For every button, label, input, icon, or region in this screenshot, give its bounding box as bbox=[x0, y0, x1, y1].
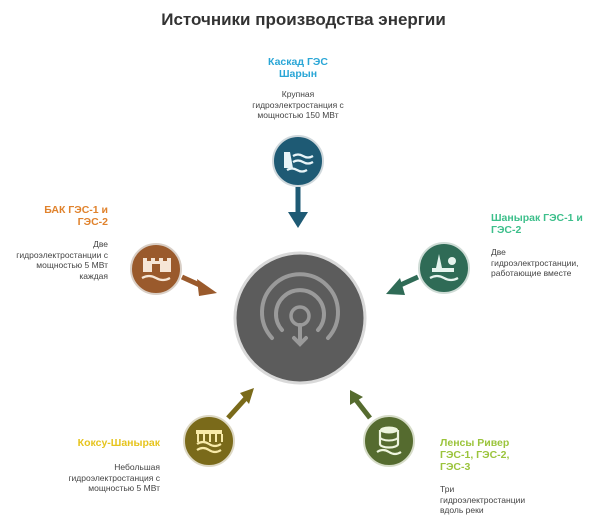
energy-source-icon bbox=[260, 272, 340, 347]
node-bottom-right-label-line2: ГЭС-1, ГЭС-2, bbox=[440, 449, 510, 461]
node-right-label-line2: ГЭС-2 bbox=[491, 224, 522, 236]
node-right-desc-line1: Две bbox=[491, 247, 506, 257]
node-bottom-left[interactable] bbox=[183, 388, 254, 467]
center-hub bbox=[233, 251, 367, 385]
node-bottom-left-description: Небольшая гидроэлектростанция с мощность… bbox=[40, 462, 160, 494]
castle-water-icon bbox=[141, 258, 171, 282]
node-top-desc-line2: гидроэлектростанция с bbox=[252, 99, 344, 110]
node-bottom-right-label: Ленсы Ривер ГЭС-1, ГЭС-2, ГЭС-3 bbox=[440, 437, 550, 473]
node-bottom-left-label: Коксу-Шанырак bbox=[50, 437, 160, 449]
node-bottom-left-label-line1: Коксу-Шанырак bbox=[77, 437, 160, 449]
node-left-desc-line4: каждая bbox=[79, 270, 108, 281]
node-right-desc-line3: работающие вместе bbox=[491, 268, 572, 278]
node-bottom-right[interactable] bbox=[350, 390, 415, 467]
node-bottom-right-desc-line2: гидроэлектростанции bbox=[440, 494, 526, 505]
node-right-description: Две гидроэлектростанции, работающие вмес… bbox=[491, 247, 603, 279]
dam-water-icon bbox=[284, 152, 314, 173]
oil-rig-water-icon bbox=[429, 254, 459, 282]
node-bottom-right-description: Три гидроэлектростанции вдоль реки bbox=[440, 484, 560, 516]
database-water-icon bbox=[376, 426, 402, 456]
node-left-desc-line1: Две bbox=[93, 239, 108, 249]
node-left-label: БАК ГЭС-1 и ГЭС-2 bbox=[10, 204, 108, 228]
node-bottom-right-desc-line3: вдоль реки bbox=[440, 505, 484, 515]
node-top[interactable] bbox=[272, 135, 324, 228]
node-right[interactable] bbox=[386, 242, 470, 295]
node-bottom-right-label-line1: Ленсы Ривер bbox=[440, 437, 510, 449]
bridge-water-icon bbox=[196, 430, 223, 454]
node-bottom-left-desc-line1: Небольшая bbox=[114, 462, 160, 472]
node-left[interactable] bbox=[130, 243, 217, 296]
node-top-description: Крупная гидроэлектростанция с мощностью … bbox=[228, 89, 368, 121]
node-right-label: Шанырак ГЭС-1 и ГЭС-2 bbox=[491, 212, 603, 236]
node-top-desc-line3: мощностью 150 МВт bbox=[257, 110, 339, 120]
diagram-title: Источники производства энергии bbox=[161, 10, 446, 29]
node-left-label-line2: ГЭС-2 bbox=[77, 216, 108, 228]
node-top-label-line1: Каскад ГЭС bbox=[268, 56, 328, 68]
node-left-desc-line3: мощностью 5 МВт bbox=[36, 260, 108, 270]
node-right-label-line1: Шанырак ГЭС-1 и bbox=[491, 212, 583, 224]
node-bottom-left-desc-line2: гидроэлектростанция с bbox=[68, 472, 160, 483]
node-left-description: Две гидроэлектростанции с мощностью 5 МВ… bbox=[0, 239, 108, 281]
node-right-desc-line2: гидроэлектростанции, bbox=[491, 257, 579, 268]
node-bottom-left-desc-line3: мощностью 5 МВт bbox=[88, 483, 160, 493]
node-left-label-line1: БАК ГЭС-1 и bbox=[44, 204, 108, 216]
node-left-desc-line2: гидроэлектростанции с bbox=[16, 249, 108, 260]
node-bottom-right-label-line3: ГЭС-3 bbox=[440, 461, 471, 473]
node-top-desc-line1: Крупная bbox=[281, 89, 315, 99]
node-bottom-right-desc-line1: Три bbox=[440, 484, 455, 494]
node-top-label: Каскад ГЭС Шарын bbox=[238, 56, 358, 80]
node-top-label-line2: Шарын bbox=[278, 68, 318, 80]
